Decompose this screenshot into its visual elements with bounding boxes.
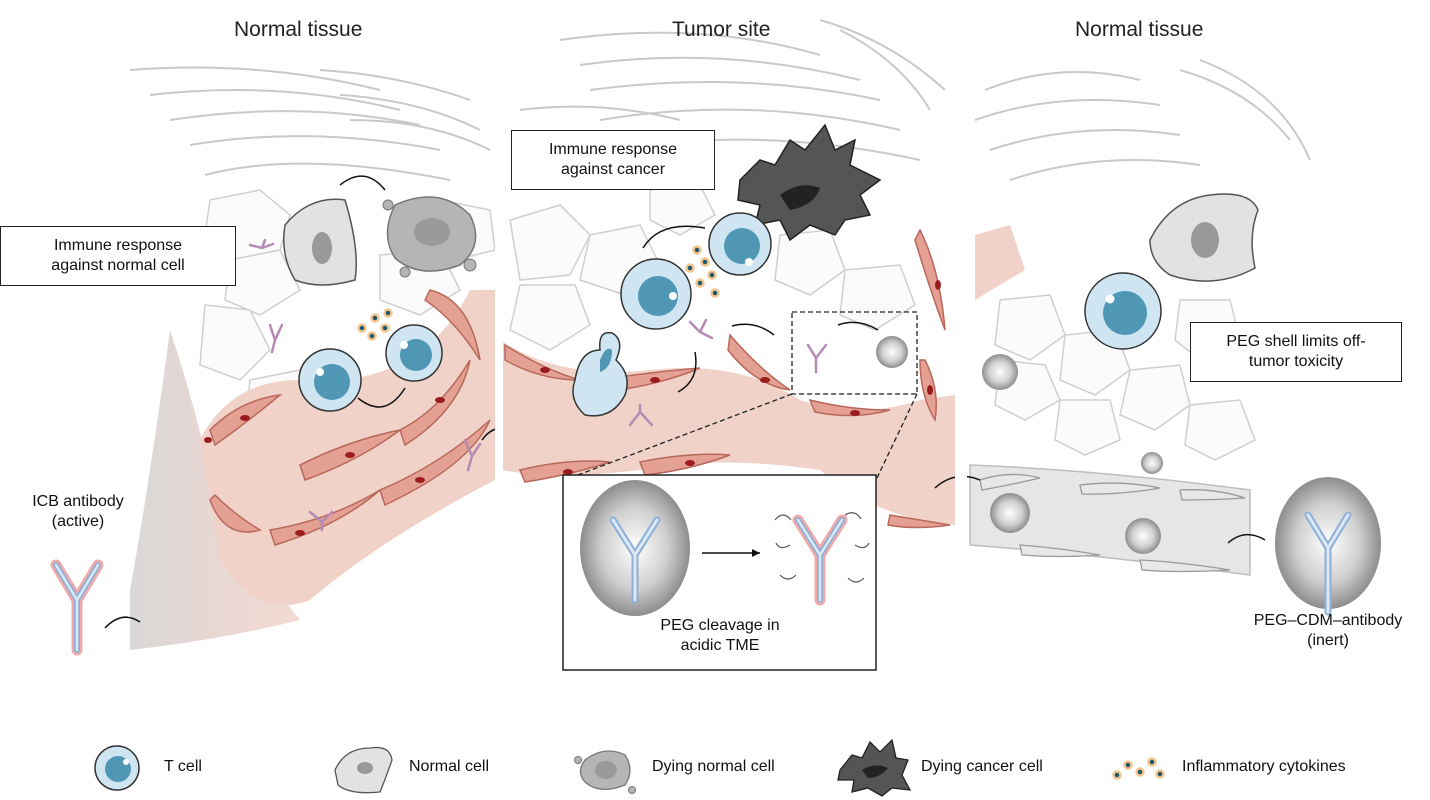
left-normal-cell-nucleus	[312, 232, 332, 264]
icb-antibody-label: ICB antibody (active)	[18, 492, 138, 532]
left-panel	[129, 66, 513, 650]
legend-t-cell-icon	[94, 745, 140, 791]
left-dying-normal-cell	[382, 196, 477, 278]
left-kill-arrow	[339, 175, 386, 191]
peg-antibody-label: PEG–CDM–antibody (inert)	[1238, 611, 1418, 651]
right-inflow-arrow	[1227, 534, 1266, 544]
zoom-peg-antibody	[876, 336, 908, 368]
right-peg-particles	[982, 354, 1163, 554]
cancer-response-text: Immune response against cancer	[548, 141, 678, 178]
left-expansion-arrow	[357, 387, 406, 408]
zoom-region	[791, 311, 918, 395]
center-cleavage-arrow	[731, 323, 775, 336]
right-side-vessel	[975, 225, 1025, 300]
center-active-antibodies	[628, 318, 828, 427]
icb-antibody-illustration	[50, 559, 104, 656]
left-t-cell-2	[385, 324, 443, 382]
center-panel-title: Tumor site	[672, 18, 771, 41]
center-extravasation-arrow	[677, 351, 697, 393]
center-t-cell-2	[620, 258, 692, 330]
right-normal-cell	[1149, 193, 1259, 282]
left-t-cell-1	[298, 348, 362, 412]
center-rbc-nuclei	[540, 280, 941, 475]
legend-cytokines-icon	[1112, 757, 1165, 780]
right-tissue-fibers	[974, 59, 1311, 181]
left-tissue-fibers	[129, 66, 491, 181]
icb-antibody-state: (active)	[51, 513, 105, 530]
legend-dying-normal-cell-label: Dying normal cell	[652, 758, 775, 775]
cancer-response-callout: Immune response against cancer	[511, 130, 715, 190]
cleavage-inset	[562, 474, 877, 671]
legend-dying-normal-cell-icon	[574, 750, 636, 794]
left-cytokines	[357, 308, 393, 341]
icb-entry-arrow	[104, 616, 141, 629]
legend-normal-cell-label: Normal cell	[409, 758, 490, 775]
center-inflow-arrow	[837, 321, 879, 331]
right-panel-title: Normal tissue	[1075, 18, 1204, 41]
right-t-cell	[1084, 272, 1162, 350]
center-t-cell-1	[708, 212, 772, 276]
left-panel-title: Normal tissue	[234, 18, 363, 41]
center-t-cell-extravasating	[572, 331, 628, 417]
peg-shell-callout: PEG shell limits off-tumor toxicity	[1190, 322, 1402, 382]
legend-dying-cancer-cell-label: Dying cancer cell	[921, 758, 1043, 775]
normal-response-text: Immune response against normal cell	[51, 237, 185, 274]
center-cytokines	[685, 245, 720, 298]
legend-cytokines-label: Inflammatory cytokines	[1182, 758, 1346, 775]
icb-antibody-name: ICB antibody	[32, 493, 124, 510]
separator-left	[495, 40, 503, 540]
legend-dying-cancer-cell-icon	[837, 738, 912, 797]
legend-normal-cell-icon	[334, 746, 393, 794]
center-cell-mesh	[509, 184, 916, 351]
left-rbc-nuclei	[204, 397, 445, 536]
peg-cleavage-caption: PEG cleavage in acidic TME	[660, 617, 780, 654]
center-panel	[500, 19, 955, 529]
peg-antibody-illustration	[1275, 477, 1381, 616]
peg-antibody-state: (inert)	[1307, 632, 1349, 649]
peg-shell-text: PEG shell limits off-tumor toxicity	[1226, 333, 1366, 370]
left-icb-antibodies	[248, 238, 482, 532]
normal-response-callout: Immune response against normal cell	[0, 226, 236, 286]
right-vessel-cells	[979, 473, 1246, 573]
legend-t-cell-label: T cell	[164, 758, 202, 775]
peg-antibody-name: PEG–CDM–antibody	[1253, 612, 1403, 629]
separator-right	[955, 40, 967, 600]
center-migration-arrow	[642, 225, 706, 249]
